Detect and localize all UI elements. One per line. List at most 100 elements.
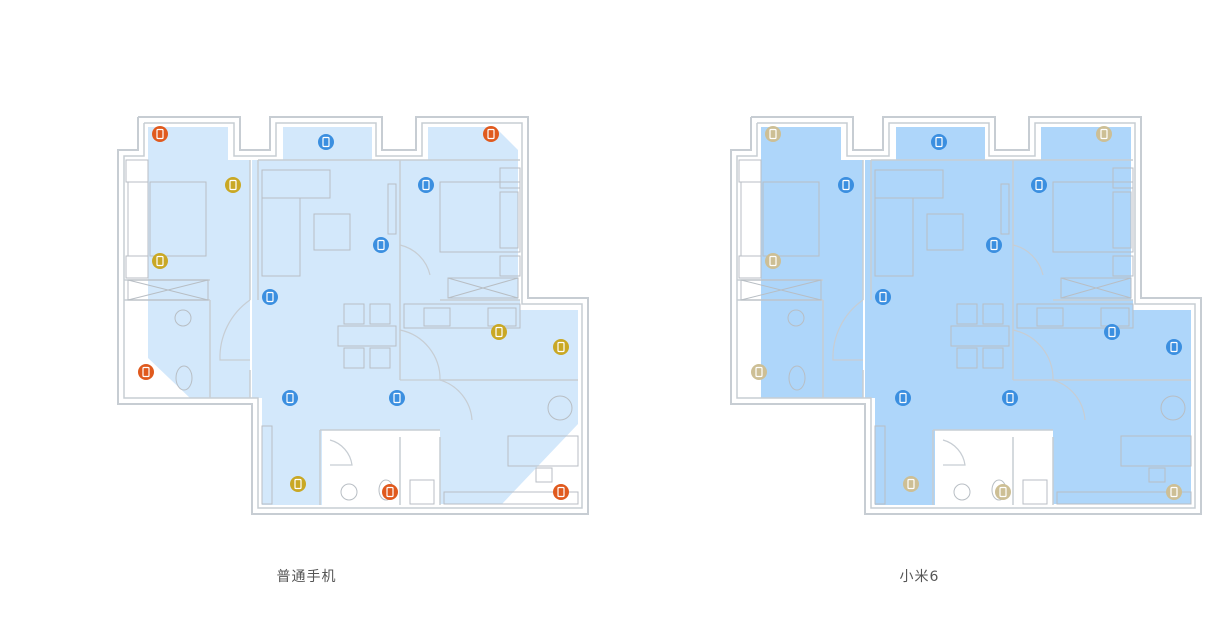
signal-marker [1096, 126, 1112, 142]
wardrobe [127, 279, 209, 301]
door-arc [399, 244, 431, 276]
signal-marker [138, 364, 154, 380]
desk [507, 435, 579, 467]
bed [1052, 181, 1134, 253]
bed [762, 181, 820, 257]
ac-unit [499, 255, 521, 277]
shelf [261, 425, 273, 505]
signal-dot [262, 289, 278, 305]
phone-icon [990, 239, 998, 251]
tv-cabinet [1000, 183, 1010, 235]
signal-dot [483, 126, 499, 142]
signal-dot [986, 237, 1002, 253]
phone-icon [1170, 486, 1178, 498]
signal-marker [418, 177, 434, 193]
signal-marker [152, 253, 168, 269]
chair [369, 347, 391, 369]
washbasin [174, 309, 192, 327]
signal-dot [838, 177, 854, 193]
signal-marker [382, 484, 398, 500]
floorplan-panel-mi6: 小米6 [613, 0, 1226, 630]
floorplan-mi6 [730, 116, 1202, 515]
signal-marker [1002, 390, 1018, 406]
phone-icon [229, 179, 237, 191]
wardrobe [1060, 277, 1132, 299]
signal-marker [838, 177, 854, 193]
coverage-area [761, 127, 1191, 505]
signal-marker [225, 177, 241, 193]
signal-dot [895, 390, 911, 406]
outer-wall [730, 116, 1202, 515]
signal-dot [1031, 177, 1047, 193]
door-arc [942, 439, 966, 466]
floorplan-standard-phone [117, 116, 589, 515]
caption-mi6: 小米6 [899, 569, 940, 585]
doors [832, 244, 1086, 466]
phone-icon [879, 291, 887, 303]
ac-unit [738, 255, 762, 279]
phone-icon [156, 128, 164, 140]
signal-marker [282, 390, 298, 406]
signal-marker [389, 390, 405, 406]
toilet [788, 365, 806, 391]
dining-table [337, 325, 397, 347]
desk [1120, 435, 1192, 467]
furniture [125, 159, 579, 505]
phone-icon [755, 366, 763, 378]
chair [982, 347, 1004, 369]
washbasin [787, 309, 805, 327]
signal-marker [1031, 177, 1047, 193]
nightstand-group [127, 181, 149, 257]
phone-icon [294, 478, 302, 490]
wardrobe [740, 279, 822, 301]
door-arc [329, 439, 353, 466]
signal-marker [986, 237, 1002, 253]
ac-unit [125, 159, 149, 183]
signal-dot [373, 237, 389, 253]
chair [343, 347, 365, 369]
phone-icon [935, 136, 943, 148]
door-arc [439, 379, 473, 421]
phone-icon [769, 128, 777, 140]
chair [343, 303, 365, 325]
sofa [874, 197, 914, 277]
phone-icon [1108, 326, 1116, 338]
signal-dot [389, 390, 405, 406]
signal-marker [483, 126, 499, 142]
kitchen-counter [1016, 303, 1134, 329]
shelf [874, 425, 886, 505]
water-heater [409, 479, 435, 505]
signal-marker [1166, 484, 1182, 500]
signal-dot [382, 484, 398, 500]
phone-icon [1006, 392, 1014, 404]
door-arc [1052, 379, 1086, 421]
signal-dot [931, 134, 947, 150]
signal-dot [225, 177, 241, 193]
signal-marker [875, 289, 891, 305]
inner-wall [736, 122, 1196, 509]
signal-dot [152, 126, 168, 142]
washbasin [953, 483, 971, 501]
tv-cabinet [387, 183, 397, 235]
phone-icon [156, 255, 164, 267]
window-bench [1056, 491, 1192, 505]
signal-dot [553, 484, 569, 500]
door-arc [219, 299, 251, 361]
phone-icon [842, 179, 850, 191]
phone-icon [377, 239, 385, 251]
ac-unit [738, 159, 762, 183]
ac-unit [1112, 255, 1134, 277]
armchair [1160, 395, 1186, 421]
coverage-zone [865, 127, 1191, 505]
signal-dot [1166, 484, 1182, 500]
signal-marker [895, 390, 911, 406]
phone-icon [769, 255, 777, 267]
toilet [175, 365, 193, 391]
washbasin [340, 483, 358, 501]
phone-icon [899, 392, 907, 404]
phone-icon [266, 291, 274, 303]
phone-icon [1035, 179, 1043, 191]
wardrobe-hatch [1060, 277, 1132, 299]
signal-marker [491, 324, 507, 340]
signal-marker [903, 476, 919, 492]
